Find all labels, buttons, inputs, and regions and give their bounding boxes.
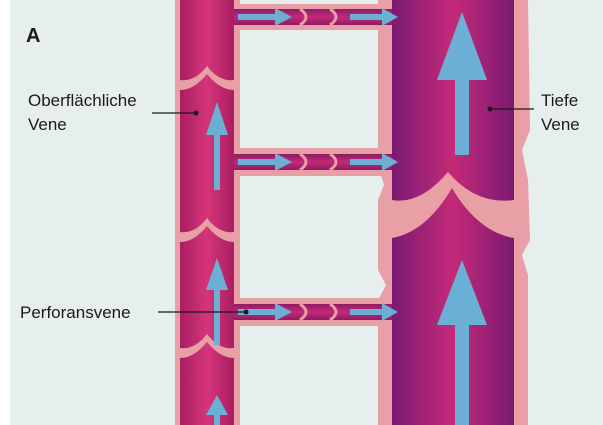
superficial-vein-label-line2: Vene	[28, 115, 67, 134]
superficial-vein-label-line1: Oberflächliche	[28, 91, 137, 110]
deep-vein-label-line1: Tiefe	[541, 91, 578, 110]
perforating-vein-label: Perforansvene	[20, 303, 131, 322]
superficial-vein	[175, 0, 240, 425]
deep-vein-label-line2: Vene	[541, 115, 580, 134]
panel-letter: A	[26, 25, 40, 47]
